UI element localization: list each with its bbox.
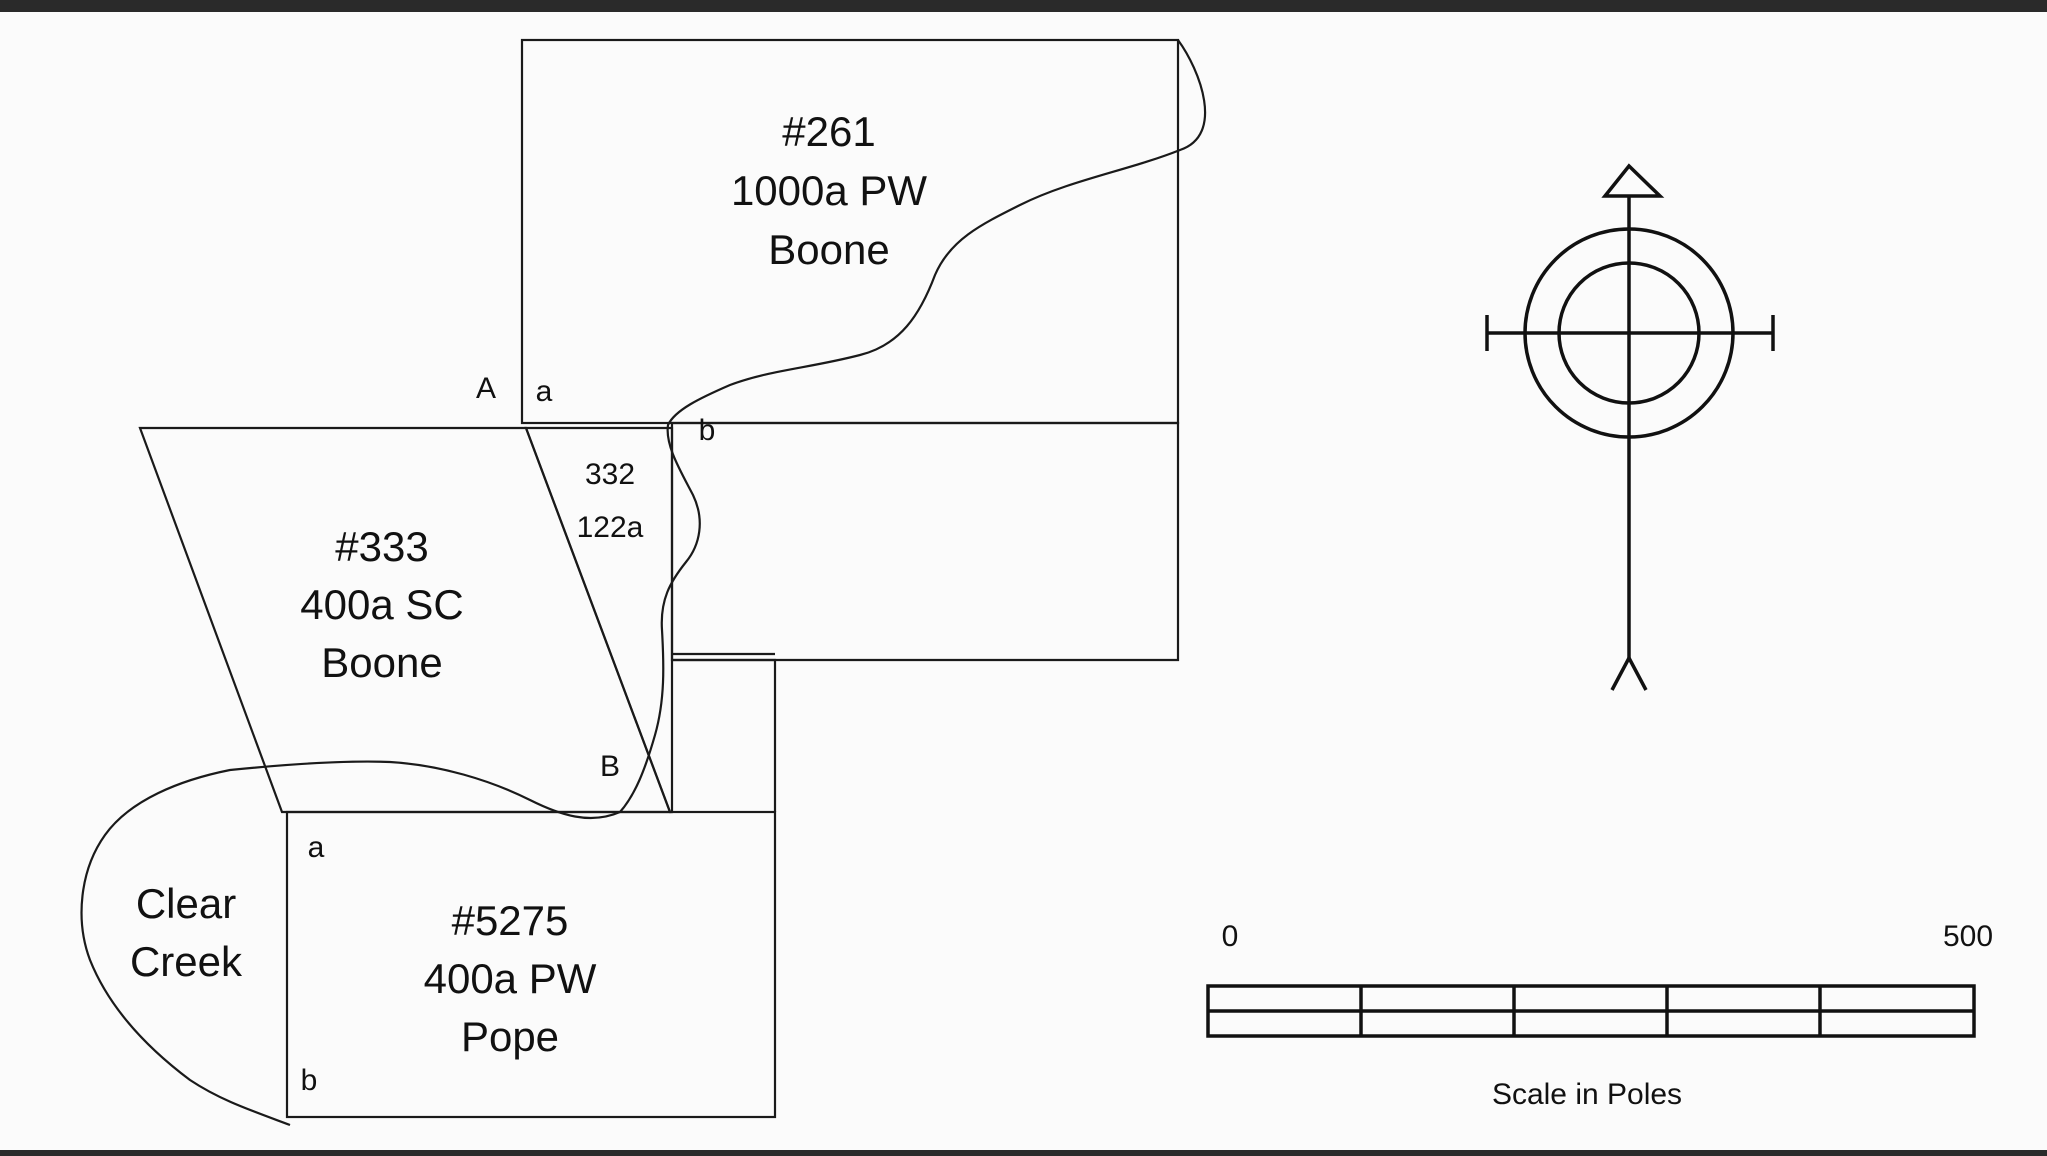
tract-333-number: #333 (335, 523, 428, 570)
creek-label-line1: Clear (136, 880, 236, 927)
survey-map (0, 12, 2047, 1150)
tract-261-number: #261 (782, 108, 875, 155)
tract-332-number: 332 (585, 458, 635, 491)
scale-start-label: 0 (1222, 920, 1239, 953)
corner-label-a-261: a (536, 375, 553, 408)
north-arrow-icon (1485, 163, 1775, 691)
tract-5275-number: #5275 (452, 897, 569, 944)
creek-lower-line (80, 760, 621, 1127)
corner-label-B: B (600, 750, 620, 783)
scale-caption: Scale in Poles (1492, 1078, 1682, 1111)
tract-5275-owner: Pope (461, 1013, 559, 1060)
scale-end-label: 500 (1943, 920, 1993, 953)
tract-261-lower-boundary (670, 421, 1180, 662)
corner-label-A: A (476, 372, 496, 405)
creek-label-line2: Creek (130, 938, 243, 985)
tract-261-area: 1000a PW (731, 167, 927, 214)
tract-5275-boundary (285, 810, 777, 1119)
tract-332-area: 122a (577, 511, 644, 544)
tract-333-owner: Boone (321, 639, 442, 686)
tract-5275-area: 400a PW (424, 955, 597, 1002)
corner-label-a-5275: a (308, 831, 325, 864)
tract-261-owner: Boone (768, 226, 889, 273)
connector-boundary (672, 658, 777, 812)
tract-333-area: 400a SC (300, 581, 463, 628)
creek-upper-line (619, 39, 1207, 813)
scale-bar (1206, 984, 1976, 1038)
corner-label-b-261: b (699, 414, 716, 447)
corner-label-b-5275: b (301, 1064, 318, 1097)
